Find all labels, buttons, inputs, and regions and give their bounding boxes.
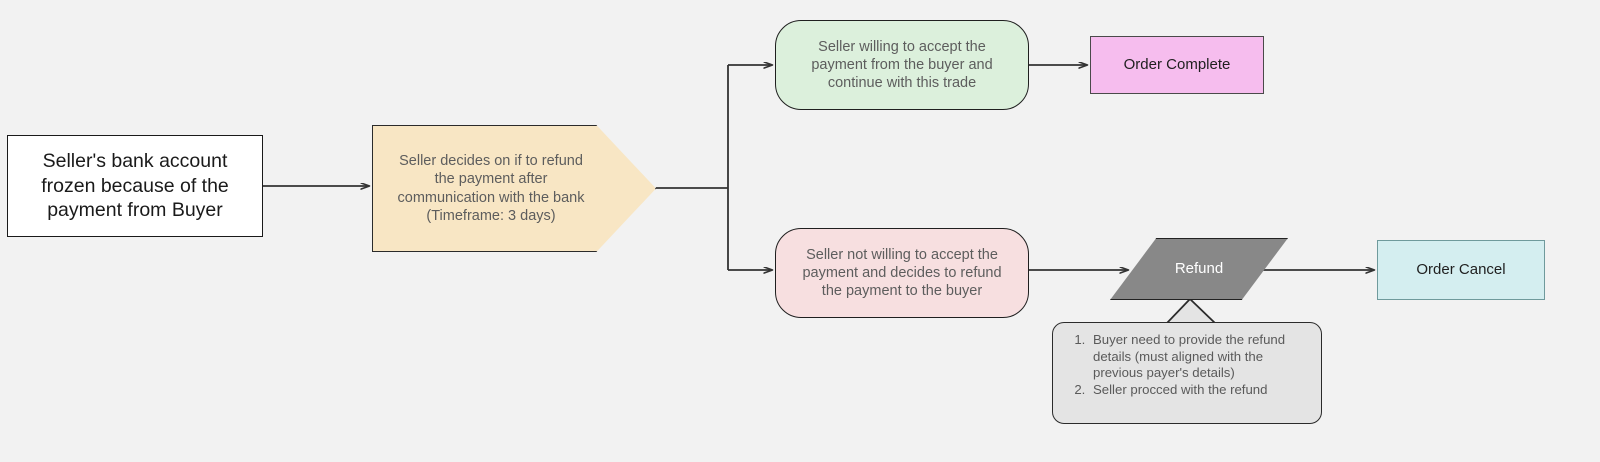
node-order-complete-label: Order Complete [1123,55,1231,73]
callout-tail [1166,298,1250,325]
node-decision-label: Seller decides on if to refund the payme… [397,153,585,224]
callout-list: Buyer need to provide the refund details… [1053,332,1321,399]
node-order-cancel-label: Order Cancel [1416,260,1506,278]
node-order-complete[interactable]: Order Complete [1090,36,1264,94]
node-seller-not-willing-accept[interactable]: Seller not willing to accept the payment… [775,228,1029,318]
list-item: Seller procced with the refund [1089,382,1313,399]
pentagon-flag-shape [372,125,656,252]
node-order-cancel[interactable]: Order Cancel [1377,240,1545,300]
node-accept-label: Seller willing to accept the payment fro… [811,38,993,92]
callout-refund-notes[interactable]: Buyer need to provide the refund details… [1052,322,1322,424]
node-refund-label: Refund [1174,259,1224,277]
node-refund[interactable]: Refund [1110,238,1288,300]
list-item: Buyer need to provide the refund details… [1089,332,1313,382]
node-refuse-label: Seller not willing to accept the payment… [802,246,1002,300]
node-seller-willing-accept[interactable]: Seller willing to accept the payment fro… [775,20,1029,110]
node-seller-bank-account-frozen[interactable]: Seller's bank account frozen because of … [7,135,263,237]
node-seller-decision[interactable]: Seller decides on if to refund the payme… [372,125,656,252]
node-start-label: Seller's bank account frozen because of … [41,150,229,222]
